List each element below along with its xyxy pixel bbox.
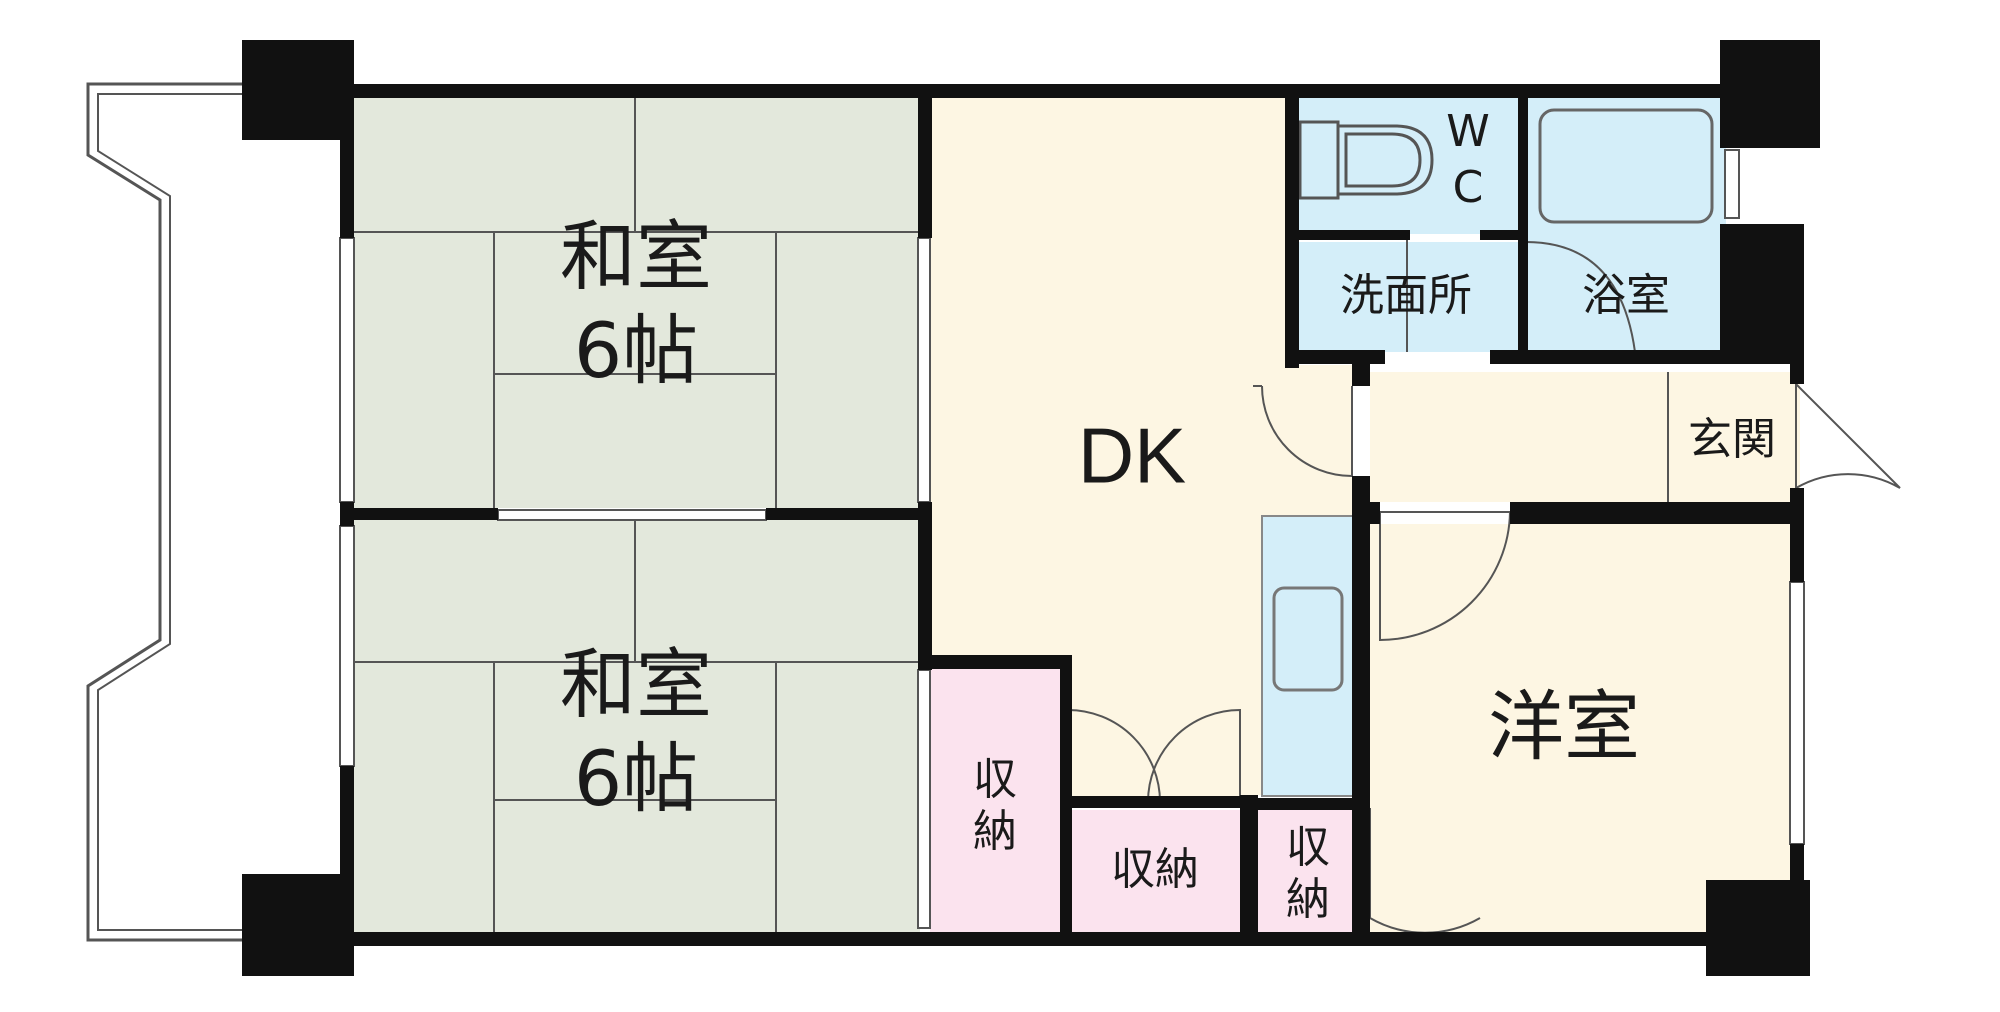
floor-dk	[930, 98, 1353, 803]
tatami-lines-bottom	[352, 520, 920, 932]
label-washitsu-top-size: 6帖	[574, 306, 698, 395]
label-washitsu-bottom: 和室	[560, 640, 712, 729]
floor-shuno-left	[930, 667, 1060, 932]
tatami-lines-top	[352, 98, 920, 508]
label-washitsu-bottom-size: 6帖	[574, 734, 698, 823]
label-shuno-right-2: 納	[1286, 874, 1330, 925]
floor-shuno-mid	[1070, 810, 1240, 932]
label-wc-w: W	[1446, 106, 1490, 157]
bathtub	[1538, 108, 1714, 224]
toilet-icon	[1298, 120, 1434, 200]
balcony-outline-inner	[97, 93, 242, 931]
floor-genkan	[1370, 372, 1800, 502]
label-shuno-left-2: 納	[973, 806, 1017, 857]
label-shuno-mid: 収納	[1111, 844, 1199, 895]
label-shuno-left-1: 収	[973, 754, 1017, 805]
floor-shuno-right	[1258, 810, 1358, 932]
balcony-outline	[86, 82, 242, 942]
walls	[242, 40, 1820, 976]
label-shuno-right-1: 収	[1286, 822, 1330, 873]
label-yoshitsu: 洋室	[1488, 682, 1640, 771]
label-genkan: 玄関	[1688, 414, 1776, 465]
label-yokushitsu: 浴室	[1582, 270, 1670, 321]
kitchen-sink	[1272, 586, 1344, 692]
windows	[339, 149, 1805, 929]
label-washitsu-top: 和室	[560, 212, 712, 301]
label-wc-c: C	[1453, 162, 1484, 213]
door-swings	[1067, 232, 1901, 934]
label-dk: DK	[1078, 412, 1186, 500]
floor-yoshitsu	[1370, 524, 1802, 932]
label-senmenjo: 洗面所	[1340, 270, 1472, 321]
